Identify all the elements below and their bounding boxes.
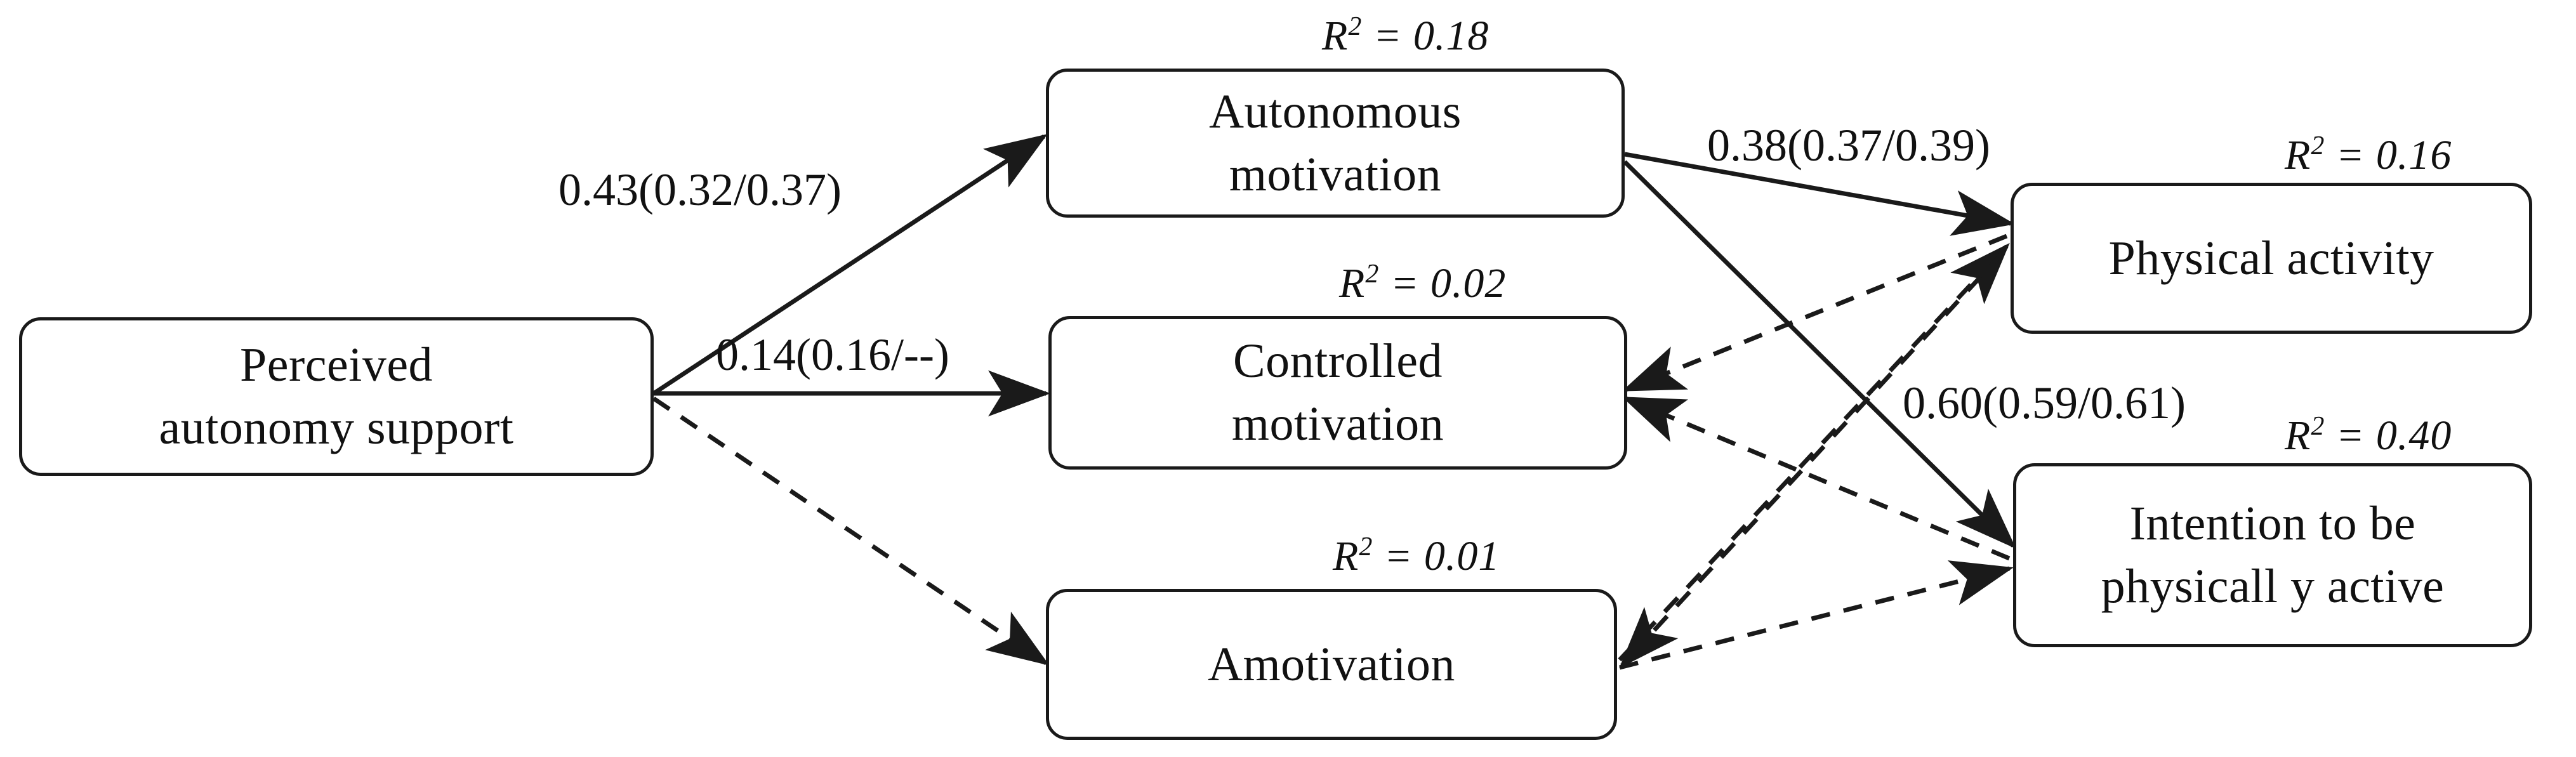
r2-exponent-autonomous: 2 — [1348, 12, 1363, 41]
r2-prefix-autonomous: R — [1322, 13, 1349, 59]
node-autonomous-motivation[interactable]: Autonomous motivation — [1046, 69, 1625, 218]
node-intention-to-be-physically-active[interactable]: Intention to be physicall y active — [2013, 463, 2532, 647]
node-amotivation[interactable]: Amotivation — [1046, 589, 1617, 740]
r2-value-intention: 0.40 — [2375, 412, 2452, 459]
r2-equals-controlled: = — [1379, 260, 1430, 306]
r2-equals-physical-activity: = — [2325, 132, 2376, 178]
node-perceived-autonomy-support[interactable]: Perceived autonomy support — [19, 317, 654, 476]
r2-value-controlled: 0.02 — [1430, 260, 1507, 306]
edge-pas-to-autonomous — [652, 134, 1048, 395]
r2-exponent-intention: 2 — [2311, 412, 2325, 441]
r2-exponent-controlled: 2 — [1365, 260, 1380, 289]
path-label-autonomous-to-physical-activity: 0.38(0.37/0.39) — [1707, 120, 1990, 171]
node-label-controlled-motivation: Controlled motivation — [1231, 334, 1444, 451]
r2-physical-activity: R2 = 0.16 — [2285, 131, 2452, 180]
r2-prefix-controlled: R — [1339, 260, 1366, 306]
r2-equals-intention: = — [2325, 412, 2376, 459]
r2-controlled-motivation: R2 = 0.02 — [1339, 259, 1506, 308]
edge-autonomous-to-physical-activity — [1624, 152, 2015, 236]
edge-intention-to-controlled — [1622, 396, 2011, 561]
r2-prefix-physical-activity: R — [2285, 132, 2311, 178]
edge-amotivation-to-intention — [1619, 560, 2014, 670]
r2-prefix-amotivation: R — [1333, 533, 1359, 579]
r2-amotivation: R2 = 0.01 — [1333, 532, 1500, 581]
node-controlled-motivation[interactable]: Controlled motivation — [1048, 316, 1627, 470]
edge-pas-to-amotivation — [652, 397, 1050, 666]
node-label-amotivation: Amotivation — [1208, 637, 1455, 691]
edge-autonomous-to-intention — [1623, 160, 2016, 549]
edge-physical-activity-to-amotivation — [1619, 251, 2005, 669]
r2-value-autonomous: 0.18 — [1413, 13, 1489, 59]
r2-autonomous-motivation: R2 = 0.18 — [1322, 11, 1489, 60]
r2-value-amotivation: 0.01 — [1423, 533, 1500, 579]
node-physical-activity[interactable]: Physical activity — [2011, 183, 2532, 334]
edge-physical-activity-to-controlled — [1622, 234, 2008, 392]
path-label-pas-to-autonomous: 0.43(0.32/0.37) — [558, 164, 842, 215]
r2-exponent-amotivation: 2 — [1359, 532, 1373, 562]
r2-equals-autonomous: = — [1362, 13, 1413, 59]
node-label-intention-to-be-physically-active: Intention to be physicall y active — [2101, 497, 2445, 613]
path-label-pas-to-controlled: 0.14(0.16/--) — [716, 329, 949, 380]
r2-exponent-physical-activity: 2 — [2311, 131, 2325, 161]
edge-amotivation-to-physical-activity — [1618, 242, 2010, 662]
node-label-autonomous-motivation: Autonomous motivation — [1209, 84, 1462, 201]
r2-equals-amotivation: = — [1373, 533, 1424, 579]
r2-intention: R2 = 0.40 — [2285, 411, 2452, 460]
node-label-physical-activity: Physical activity — [2108, 231, 2434, 285]
node-label-perceived-autonomy-support: Perceived autonomy support — [159, 338, 514, 454]
r2-prefix-intention: R — [2285, 412, 2311, 459]
r2-value-physical-activity: 0.16 — [2375, 132, 2452, 178]
path-label-autonomous-to-intention: 0.60(0.59/0.61) — [1903, 378, 2186, 428]
